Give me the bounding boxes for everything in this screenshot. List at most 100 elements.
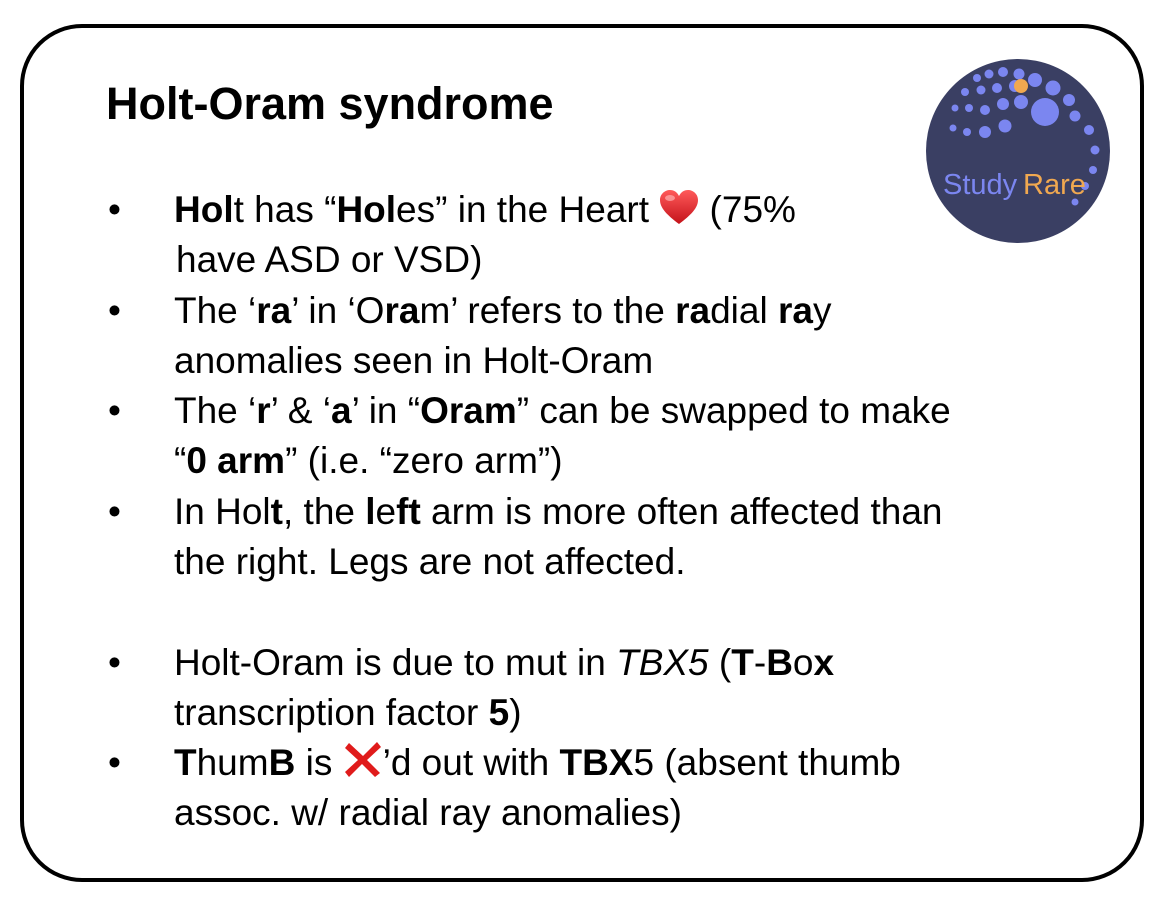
- cross-icon: [344, 742, 381, 777]
- text-segment: o: [792, 642, 814, 683]
- bullet-glyph: •: [108, 642, 121, 683]
- logo-dot: [1089, 166, 1097, 174]
- bullet-item-5-line-2: transcription factor 5): [174, 688, 522, 738]
- heart-icon: [660, 190, 699, 224]
- bullet-glyph: •: [108, 742, 121, 783]
- studyrare-logo-icon: Study Rare: [926, 59, 1110, 243]
- studyrare-logo: Study Rare: [925, 58, 1111, 244]
- text-segment: a: [330, 390, 352, 431]
- text-segment: ft: [396, 491, 421, 532]
- logo-dot: [973, 74, 981, 82]
- text-segment: e: [375, 491, 397, 532]
- text-segment: y: [812, 290, 832, 331]
- logo-text-study: Study: [943, 169, 1018, 201]
- text-segment: t has “: [233, 189, 337, 230]
- logo-dot: [979, 126, 991, 138]
- logo-dot: [997, 98, 1009, 110]
- logo-text-rare: Rare: [1023, 169, 1086, 201]
- text-segment: transcription factor: [174, 692, 489, 733]
- logo-dot: [1063, 94, 1075, 106]
- text-segment: l: [365, 491, 376, 532]
- bullet-item-1-line-1: Holt has “Holes” in the Heart (75%: [174, 185, 796, 235]
- text-segment: ” (i.e. “zero arm”): [285, 440, 563, 481]
- text-segment: Hol: [336, 189, 397, 230]
- text-segment: Oram: [420, 390, 517, 431]
- bullet-item-2-line-1: The ‘ra’ in ‘Oram’ refers to the radial …: [174, 286, 831, 336]
- text-segment: is: [295, 742, 343, 783]
- bullet-glyph: •: [108, 189, 121, 230]
- logo-dot: [1028, 73, 1042, 87]
- text-segment: , the: [282, 491, 366, 532]
- text-segment: Hol: [174, 189, 234, 230]
- bullet-item-4-line-2: the right. Legs are not affected.: [174, 537, 686, 587]
- bullet-glyph: •: [108, 491, 121, 532]
- text-segment: ’ in “: [351, 390, 421, 431]
- text-segment: dial: [710, 290, 778, 331]
- text-segment: T: [174, 742, 197, 783]
- logo-dot: [1014, 95, 1028, 109]
- text-segment: T: [731, 642, 754, 683]
- text-segment: ra: [675, 290, 711, 331]
- logo-dot: [1081, 182, 1089, 190]
- text-segment: (75%: [699, 189, 796, 230]
- text-segment: B: [268, 742, 296, 783]
- bullet-glyph: •: [108, 290, 121, 331]
- text-segment: B: [766, 642, 793, 683]
- text-segment: the right. Legs are not affected.: [174, 541, 686, 582]
- bullet-item-3-line-2: “0 arm” (i.e. “zero arm”): [174, 436, 563, 486]
- text-segment: ’d out with: [382, 742, 560, 783]
- text-segment: 0 arm: [186, 440, 286, 481]
- text-segment: ra: [384, 290, 420, 331]
- bullet-item-6-line-2: assoc. w/ radial ray anomalies): [174, 788, 682, 838]
- text-segment: anomalies seen in Holt-Oram: [174, 340, 654, 381]
- logo-dot: [965, 104, 973, 112]
- logo-dot: [992, 83, 1002, 93]
- text-segment: m’ refers to the: [419, 290, 676, 331]
- text-segment: “: [174, 440, 187, 481]
- logo-dot: [1045, 80, 1061, 96]
- text-segment: ra: [778, 290, 813, 331]
- logo-dot: [1090, 145, 1100, 155]
- logo-dot: [961, 88, 969, 96]
- text-segment: arm is more often affected than: [420, 491, 943, 532]
- bullet-item-6-line-1: ThumB is ’d out with TBX5 (absent thumb: [174, 738, 901, 788]
- text-segment: t: [270, 491, 283, 532]
- logo-dot: [1031, 98, 1059, 126]
- text-segment: ): [509, 692, 522, 733]
- text-segment: The ‘: [174, 390, 257, 431]
- logo-dot: [1069, 110, 1081, 122]
- logo-dot: [963, 128, 971, 136]
- bullet-item-1-line-2: have ASD or VSD): [176, 235, 482, 285]
- text-segment: TBX: [559, 742, 634, 783]
- text-segment: r: [256, 390, 271, 431]
- logo-dot: [949, 124, 957, 132]
- text-segment: have ASD or VSD): [176, 239, 483, 280]
- bullet-item-5-line-1: Holt-Oram is due to mut in TBX5 (T-Box: [174, 638, 834, 688]
- bullet-item-4-line-1: In Holt, the left arm is more often affe…: [174, 487, 943, 537]
- text-segment: TBX5: [616, 642, 709, 683]
- text-segment: The ‘: [174, 290, 257, 331]
- text-segment: ” can be swapped to make: [516, 390, 951, 431]
- text-segment: ’ in ‘O: [291, 290, 385, 331]
- logo-dot: [998, 119, 1012, 133]
- text-segment: assoc. w/ radial ray anomalies): [174, 792, 682, 833]
- logo-dot: [1084, 125, 1094, 135]
- logo-dot: [998, 67, 1008, 77]
- logo-accent-dot: [1014, 79, 1028, 93]
- text-segment: (: [708, 642, 732, 683]
- bullet-glyph: •: [108, 390, 121, 431]
- logo-dot: [976, 85, 986, 95]
- text-segment: x: [813, 642, 835, 683]
- text-segment: ra: [256, 290, 292, 331]
- text-segment: hum: [196, 742, 269, 783]
- bullet-item-3-line-1: The ‘r’ & ‘a’ in “Oram” can be swapped t…: [174, 386, 951, 436]
- text-segment: In Hol: [174, 491, 271, 532]
- text-segment: 5 (absent thumb: [633, 742, 901, 783]
- page-title: Holt-Oram syndrome: [106, 78, 554, 129]
- text-segment: 5: [488, 692, 510, 733]
- logo-dot: [1071, 198, 1079, 206]
- text-segment: ’ & ‘: [270, 390, 331, 431]
- bullet-item-2-line-2: anomalies seen in Holt-Oram: [174, 336, 653, 386]
- logo-dot: [951, 104, 959, 112]
- logo-dot: [980, 105, 990, 115]
